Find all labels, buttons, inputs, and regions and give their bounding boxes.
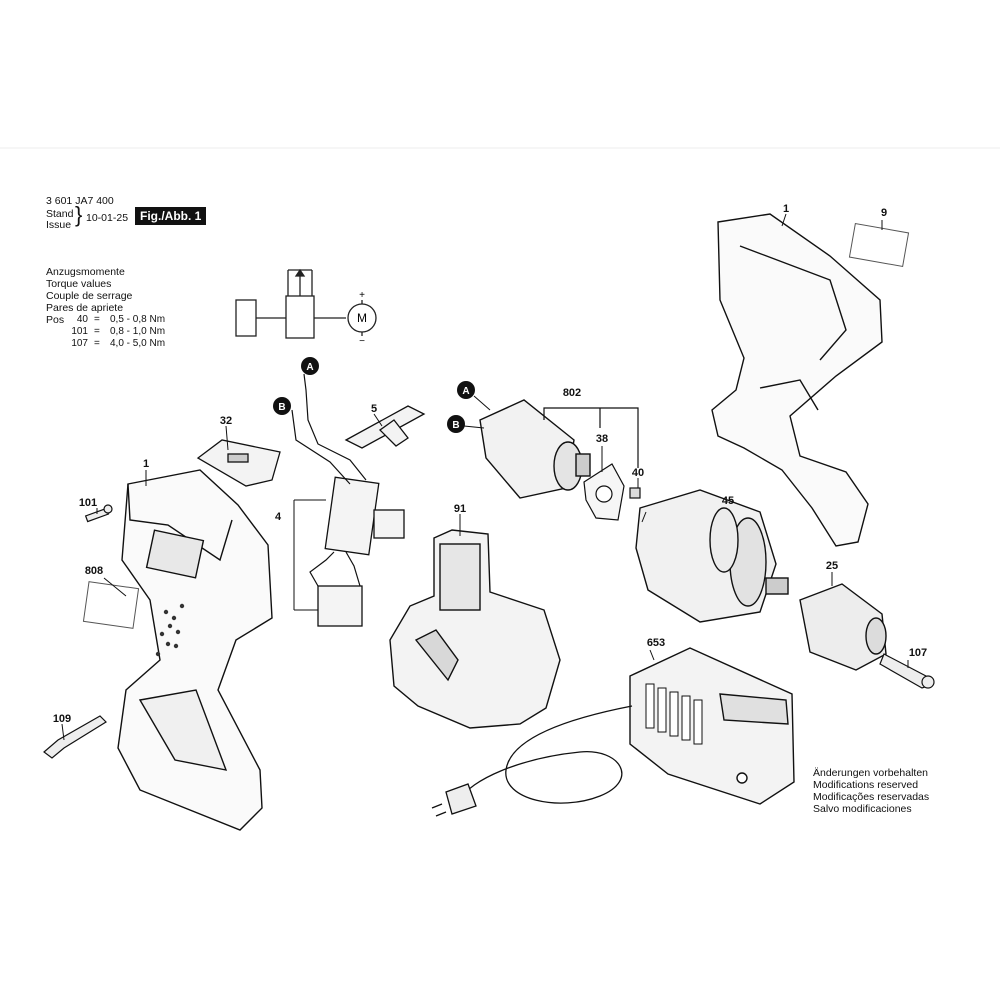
leader-lines [61,213,909,741]
screw-101 [84,504,113,523]
note-de: Änderungen vorbehalten [813,767,929,779]
note-es: Salvo modificaciones [813,803,912,815]
stand-label: Stand [46,208,74,220]
marker-b-motor: B [447,415,465,433]
torque-title-fr: Couple de serrage [46,290,133,302]
torque-value-107: 4,0 - 5,0 Nm [110,338,166,349]
callout-1-left: 1 [143,458,149,470]
callout-45: 45 [722,495,734,507]
label-808-plate [82,581,140,629]
torque-eq-40: = [94,314,100,325]
schematic-motor-label: M [357,311,367,325]
housing-vent-dots [155,603,185,657]
callout-653: 653 [647,637,665,649]
torque-pos-40: 40 [76,314,88,325]
schematic-minus: − [359,336,365,347]
torque-pos-101: 101 [71,326,88,337]
svg-text:B: B [278,402,285,413]
callout-101: 101 [79,497,97,509]
part-number: 3 601 JA7 400 [46,195,114,207]
svg-text:A: A [306,362,313,373]
marker-a-motor: A [457,381,475,399]
chuck-25 [799,583,887,671]
battery-91 [389,529,561,729]
issue-date: 10-01-25 [86,212,129,224]
callout-25: 25 [826,560,838,572]
slider-5 [344,405,426,449]
screw-40 [629,487,641,499]
torque-title-es: Pares de apriete [46,302,124,314]
svg-text:B: B [452,420,459,431]
figure-badge: Fig./Abb. 1 [135,207,207,225]
note-pt: Modificações reservadas [813,791,930,803]
callout-107: 107 [909,647,927,659]
callout-1-right: 1 [783,203,789,215]
mains-plug [431,783,477,817]
switch-cover-32 [196,439,281,487]
torque-title-de: Anzugsmomente [46,266,125,278]
screw-107 [879,653,935,689]
callout-109: 109 [53,713,71,725]
torque-title-en: Torque values [46,278,112,290]
torque-eq-107: = [94,338,100,349]
bracket-802 [543,407,639,468]
label-9-plate [848,222,910,268]
screwdriver-bit-109 [43,715,107,759]
torque-value-101: 0,8 - 1,0 Nm [110,326,166,337]
callout-808: 808 [85,565,103,577]
motor-802 [479,399,591,499]
issue-label: Issue [46,219,72,231]
housing-left-half [117,469,273,831]
wiring-schematic [235,268,377,339]
charger-cord [459,705,633,804]
callout-91: 91 [454,503,466,515]
callout-32: 32 [220,415,232,427]
svg-text:A: A [462,386,469,397]
note-en: Modifications reserved [813,779,919,791]
gearbox-45 [635,489,789,623]
torque-eq-101: = [94,326,100,337]
switch-assembly-4 [317,476,405,627]
schematic-switch-box [285,295,315,339]
marker-a-motor-lead [473,395,491,411]
callout-802: 802 [563,387,581,399]
switch-wires [291,373,367,587]
torque-pos-label: Pos [46,314,65,326]
brace: } [75,202,83,227]
marker-b-motor-lead [463,425,485,429]
callout-40: 40 [632,467,644,479]
marker-b-switch: B [273,397,291,415]
torque-pos-107: 107 [71,338,88,349]
charger-653 [629,647,795,805]
marker-a-switch: A [301,357,319,375]
gasket-38 [583,463,625,521]
schematic-plus: + [359,290,365,301]
housing-right-half [711,213,883,547]
callout-9: 9 [881,207,887,219]
schematic-battery-box [235,299,257,337]
torque-value-40: 0,5 - 0,8 Nm [110,314,166,325]
callout-38: 38 [596,433,608,445]
callout-5: 5 [371,403,377,415]
callout-4: 4 [275,511,282,523]
